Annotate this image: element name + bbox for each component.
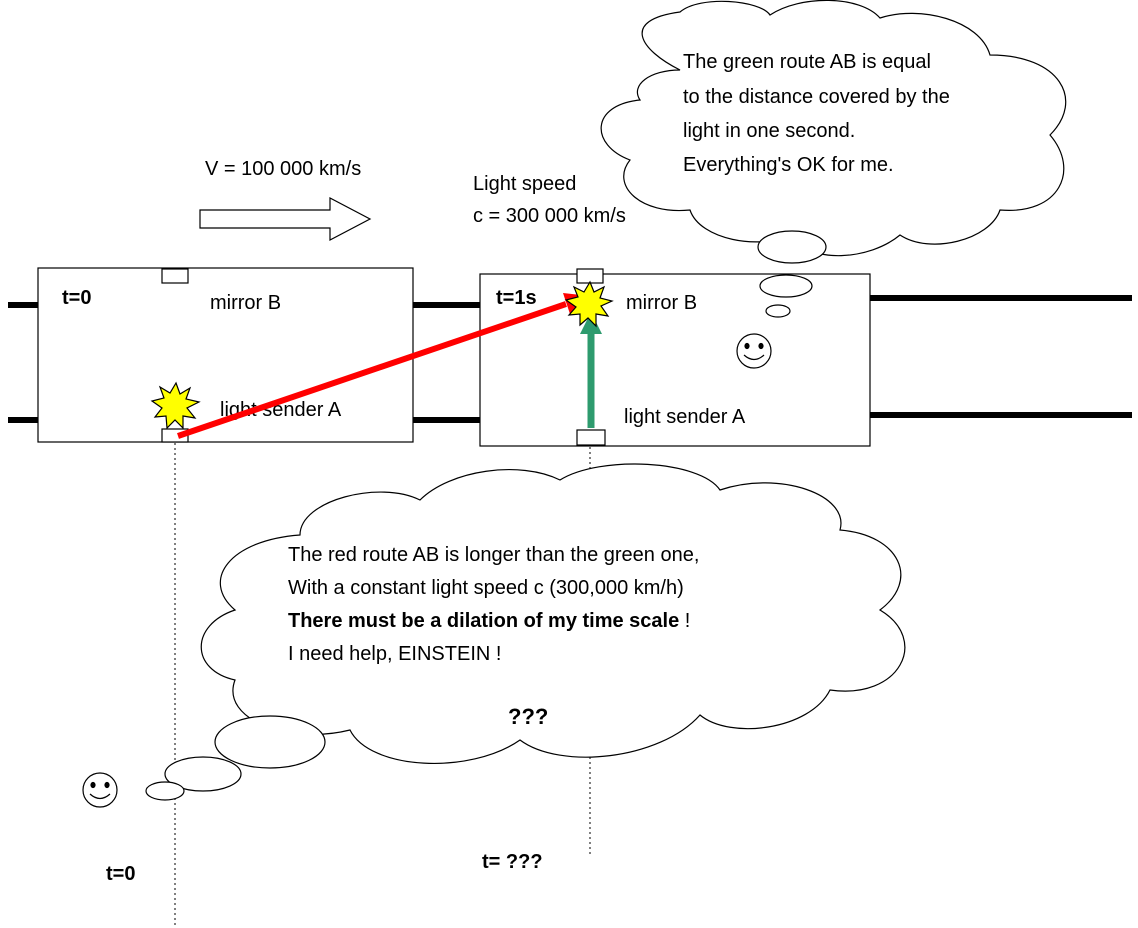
- thought-top-line4: Everything's OK for me.: [683, 154, 894, 176]
- car-left-time-label: t=0: [62, 287, 91, 309]
- train-car-right: t=1s mirror B light sender A: [479, 268, 871, 447]
- rails: [8, 295, 1132, 423]
- car-right-sender-label: light sender A: [624, 406, 746, 428]
- car-left-sender-label: light sender A: [220, 399, 342, 421]
- thought-bottom-line3: There must be a dilation of my time scal…: [288, 610, 690, 632]
- car-right-mirror-label: mirror B: [626, 292, 697, 314]
- smiley-right-icon: [736, 333, 772, 369]
- thought-bubble-bottom-large: [214, 715, 326, 769]
- thought-cloud-bottom-shape: [200, 463, 906, 764]
- train-car-left: t=0 mirror B light sender A: [37, 267, 414, 443]
- speed-label: V = 100 000 km/s: [205, 158, 361, 180]
- light-speed-line2: c = 300 000 km/s: [473, 205, 626, 227]
- thought-bubble-bottom-small: [145, 781, 185, 801]
- flash-right-icon: [564, 280, 614, 328]
- smiley-left-icon: [82, 772, 118, 808]
- thought-cloud-bottom: The red route AB is longer than the gree…: [145, 463, 906, 801]
- observer-right-time: t= ???: [482, 851, 543, 873]
- red-route-line: [177, 301, 567, 439]
- thought-bottom-line3-bold: There must be a dilation of my time scal…: [288, 610, 679, 632]
- velocity-arrow-icon: [199, 197, 372, 241]
- car-right-time-label: t=1s: [496, 287, 537, 309]
- thought-bubble-top-small: [765, 304, 791, 318]
- flash-left-icon: [150, 381, 201, 430]
- thought-cloud-top: The green route AB is equal to the dista…: [600, 0, 1067, 318]
- car-right-sender-icon: [576, 429, 606, 446]
- thought-bubble-bottom-medium: [164, 756, 242, 792]
- car-right-body: [479, 273, 871, 447]
- green-route-arrowhead-icon: [580, 312, 602, 334]
- thought-top-line3: light in one second.: [683, 120, 855, 142]
- thought-bottom-question: ???: [508, 704, 548, 729]
- thought-bubble-top-medium: [759, 274, 813, 298]
- thought-bottom-line2: With a constant light speed c (300,000 k…: [288, 577, 684, 599]
- observer-left-time: t=0: [106, 863, 135, 885]
- car-left-body: [37, 267, 414, 443]
- thought-bottom-line1: The red route AB is longer than the gree…: [288, 544, 699, 566]
- thought-bottom-line3-tail: !: [679, 610, 690, 632]
- car-left-mirror-label: mirror B: [210, 292, 281, 314]
- thought-top-line1: The green route AB is equal: [683, 51, 931, 73]
- light-speed-line1: Light speed: [473, 173, 576, 195]
- thought-cloud-top-shape: [600, 0, 1067, 257]
- thought-bubble-top-large: [757, 230, 827, 264]
- thought-bottom-line4: I need help, EINSTEIN !: [288, 643, 501, 665]
- car-left-mirror-icon: [161, 268, 189, 284]
- thought-top-line2: to the distance covered by the: [683, 86, 950, 108]
